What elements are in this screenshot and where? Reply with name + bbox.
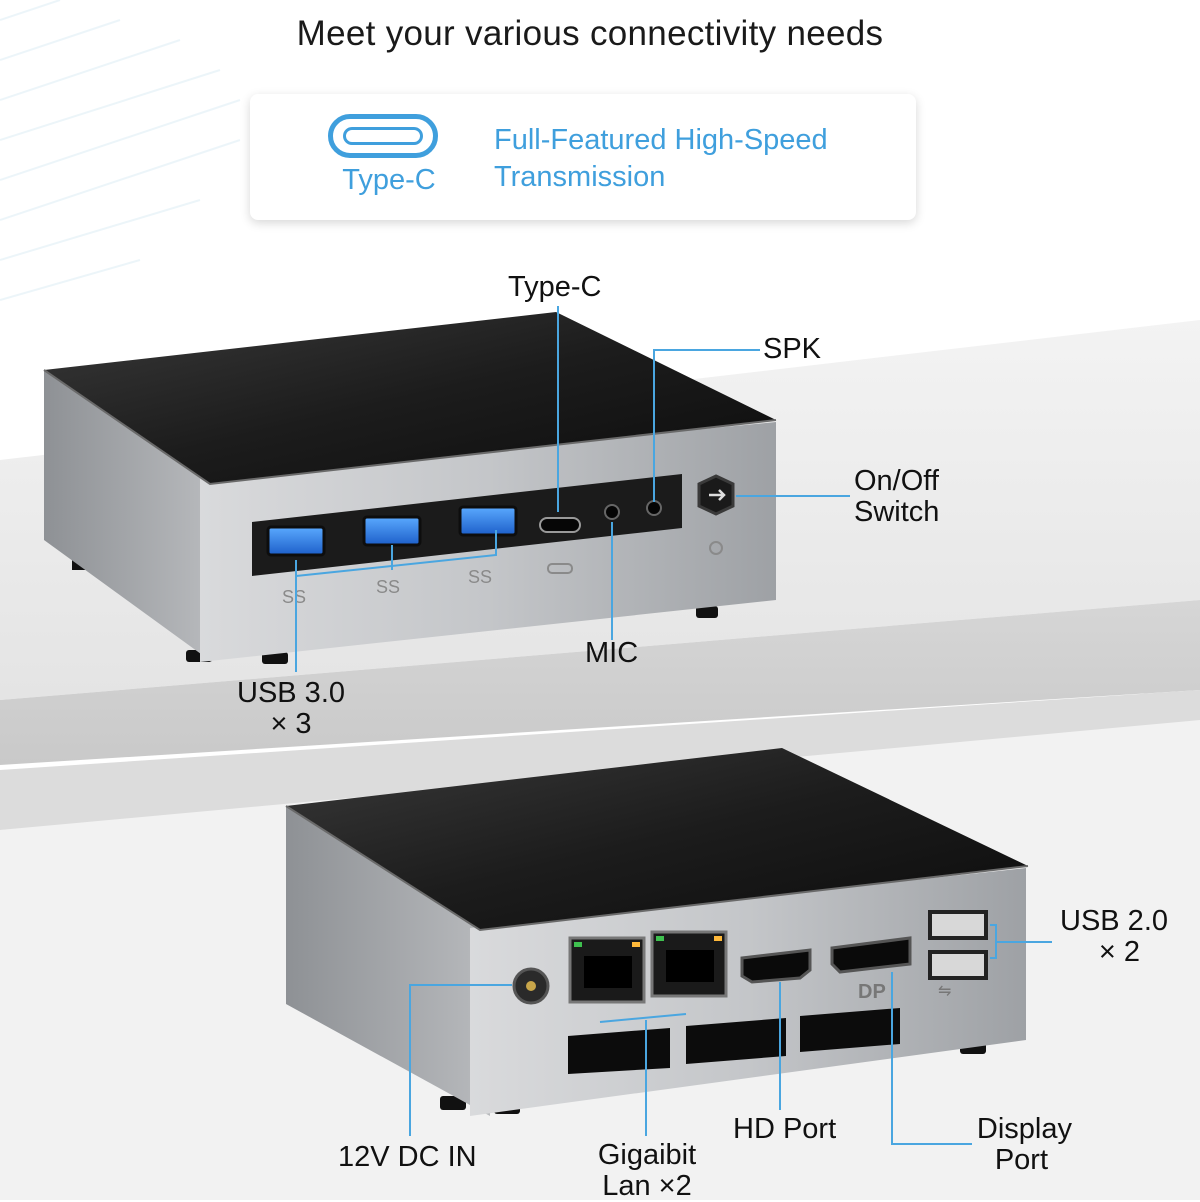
svg-text:DP: DP bbox=[858, 981, 886, 1003]
svg-text:⇋: ⇋ bbox=[938, 983, 951, 1000]
typec-icon-label: Type-C bbox=[342, 164, 436, 196]
callout-usb2-line1: USB 2.0 bbox=[1060, 905, 1168, 937]
feature-card: Type-C Full-Featured High-Speed Transmis… bbox=[250, 94, 916, 220]
callout-lines bbox=[295, 306, 1052, 1145]
callout-gigabit-lan: Gigaibit Lan ×2 bbox=[584, 1140, 710, 1202]
svg-text:SS: SS bbox=[376, 577, 400, 597]
callout-usb3-line1: USB 3.0 bbox=[237, 677, 345, 709]
feature-text-line1: Full-Featured High-Speed bbox=[494, 124, 828, 156]
decor-hatch bbox=[0, 0, 241, 301]
usb-type-c-icon bbox=[328, 114, 438, 158]
callout-display-port: Display Port bbox=[960, 1114, 1072, 1176]
callout-usb2: USB 2.0 × 2 bbox=[1030, 906, 1168, 968]
callout-dp-line1: Display bbox=[976, 1113, 1072, 1145]
callout-dc-in: 12V DC IN bbox=[338, 1141, 477, 1173]
feature-text-line2: Transmission bbox=[494, 161, 666, 193]
callout-spk: SPK bbox=[763, 333, 822, 365]
callout-usb3: USB 3.0 × 3 bbox=[226, 678, 356, 740]
page-title: Meet your various connectivity needs bbox=[296, 14, 884, 53]
upper-shelf-face bbox=[0, 600, 1200, 765]
lower-shelf-band bbox=[0, 690, 1200, 830]
svg-text:SS: SS bbox=[468, 567, 492, 587]
rear-mini-pc: DP ⇋ bbox=[285, 748, 1029, 1116]
callout-onoff-switch: On/Off Switch bbox=[854, 466, 939, 528]
feature-description: Full-Featured High-Speed Transmission bbox=[494, 122, 894, 196]
callout-onoff-line2: Switch bbox=[854, 496, 940, 528]
callout-onoff-line1: On/Off bbox=[854, 465, 939, 497]
callout-hd-port: HD Port bbox=[733, 1113, 837, 1145]
callout-usb3-line2: × 3 bbox=[270, 708, 312, 740]
callout-typec: Type-C bbox=[508, 271, 602, 303]
callout-lan-line2: Lan ×2 bbox=[602, 1170, 692, 1202]
callout-lan-line1: Gigaibit bbox=[597, 1139, 697, 1171]
svg-text:SS: SS bbox=[282, 587, 306, 607]
callout-usb2-line2: × 2 bbox=[1098, 936, 1140, 968]
front-mini-pc: SS SS SS bbox=[43, 312, 777, 664]
callout-mic: MIC bbox=[585, 637, 639, 669]
callout-dp-line2: Port bbox=[994, 1144, 1048, 1176]
